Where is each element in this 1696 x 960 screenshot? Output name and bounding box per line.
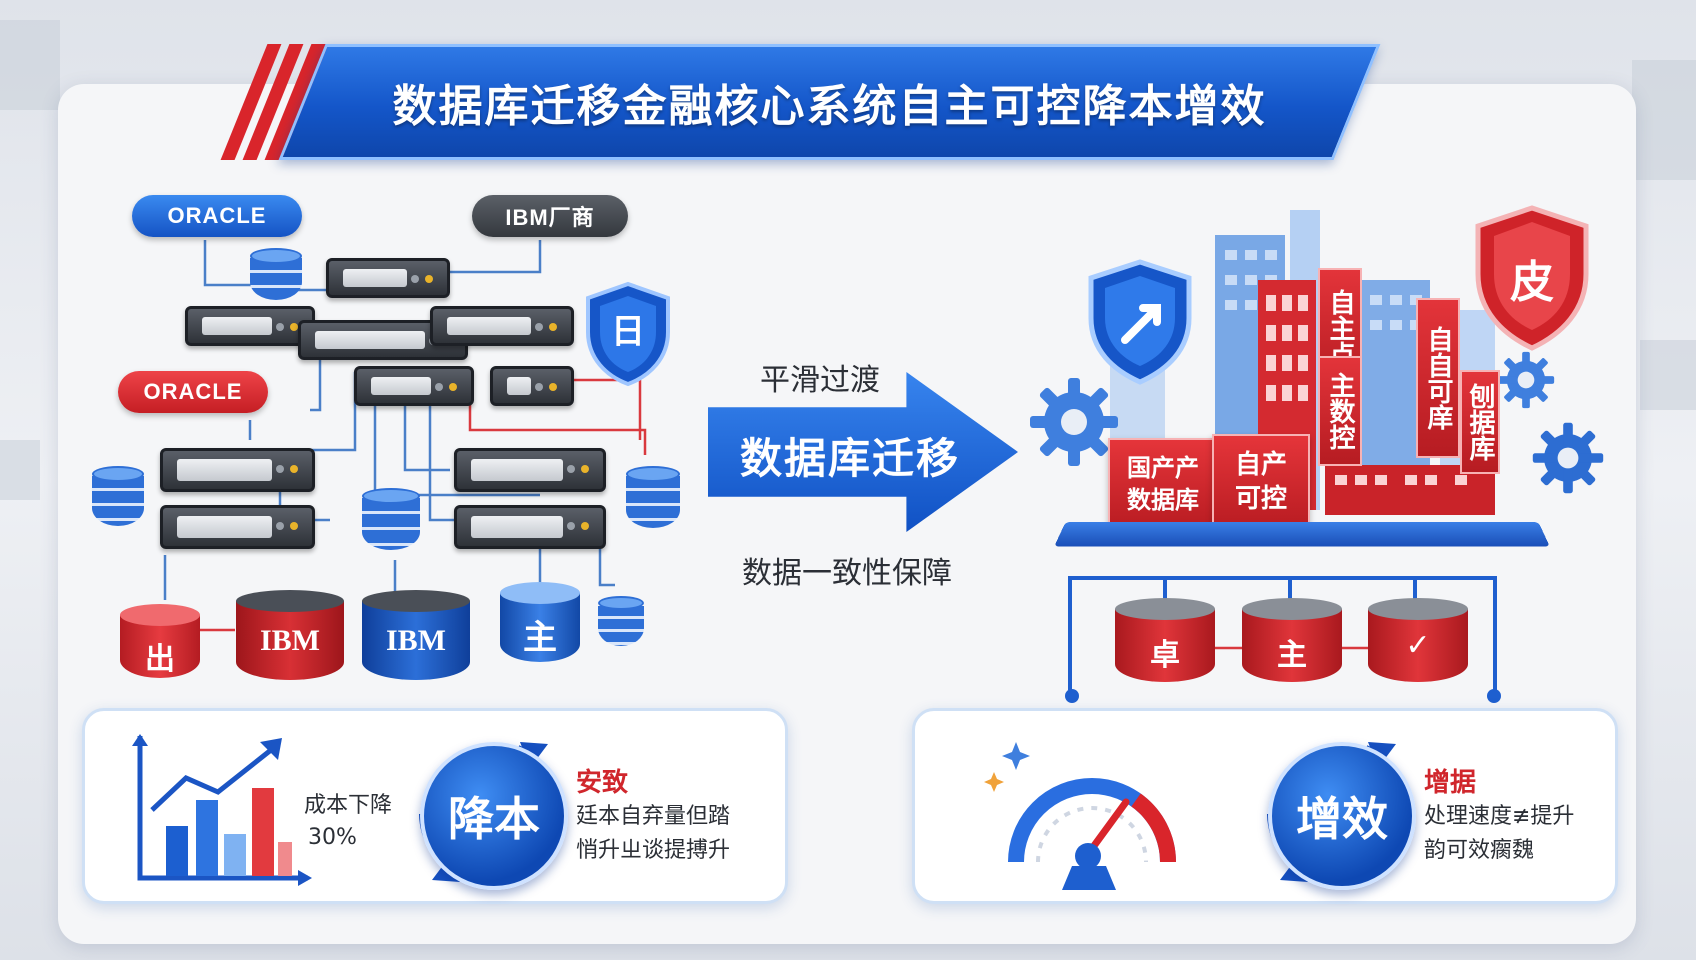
- smooth-transition-label: 平滑过渡: [760, 363, 880, 398]
- database-icon-ibm-red: IBM: [236, 590, 344, 680]
- server-icon: [430, 306, 574, 346]
- cost-drop-value: 30%: [308, 825, 357, 850]
- database-icon-red: 主: [1242, 598, 1342, 682]
- database-icon: [626, 466, 680, 528]
- cost-reduction-desc-1: 廷本自弃量但踏: [576, 804, 731, 829]
- gear-icon: [1532, 422, 1604, 494]
- domestic-db-tag: 国产产 数据库: [1108, 438, 1218, 530]
- page-title: 数据库迁移金融核心系统自主可控降本增效: [392, 81, 1267, 132]
- database-icon-red: ✓: [1368, 598, 1468, 682]
- database-icon: [598, 596, 644, 646]
- database-icon-ibm-blue: IBM: [362, 590, 470, 680]
- server-icon: [354, 366, 474, 406]
- server-icon: [160, 448, 315, 492]
- cost-reduction-badge: 降本: [420, 742, 568, 890]
- server-icon: [185, 306, 315, 346]
- shield-glyph: 日: [611, 312, 645, 352]
- server-icon: [454, 448, 606, 492]
- oracle-logo-top: ORACLE: [132, 195, 302, 237]
- shield-icon: [586, 281, 670, 387]
- gear-icon: [1497, 351, 1555, 409]
- server-icon: [326, 258, 450, 298]
- database-icon-blue: 主: [500, 582, 580, 662]
- shield-icon-red: [1475, 205, 1589, 351]
- database-icon-red: 出: [120, 604, 200, 678]
- cost-reduction-heading: 安致: [576, 768, 629, 798]
- cost-reduction-desc-2: 悄升ㄓ谈提搏升: [576, 838, 731, 863]
- database-icon: [92, 466, 144, 526]
- server-icon: [454, 505, 606, 549]
- title-banner: 数据库迁移金融核心系统自主可控降本增效: [220, 44, 1400, 160]
- self-control-tag: 自产 可控: [1212, 434, 1310, 530]
- domestic-db-tag-label: 国产产 数据库: [1127, 454, 1199, 514]
- server-icon: [490, 366, 574, 406]
- database-icon-red: 卓: [1115, 598, 1215, 682]
- oracle-logo-mid: ORACLE: [118, 371, 268, 413]
- bg-block: [0, 20, 60, 110]
- server-icon: [160, 505, 315, 549]
- efficiency-desc-2: 韵可效瘸魏: [1424, 838, 1535, 863]
- shield-red-glyph: 皮: [1510, 257, 1554, 308]
- efficiency-desc-1: 处理速度≢提升: [1424, 804, 1575, 829]
- migration-arrow-label: 数据库迁移: [739, 434, 960, 483]
- self-control-tag-label: 自产 可控: [1234, 450, 1287, 514]
- vertical-tag-3: 自自可庠: [1416, 298, 1460, 458]
- cost-drop-label: 成本下降: [304, 793, 393, 818]
- vertical-tag-4: 刨据库: [1460, 370, 1500, 474]
- gear-icon: [1030, 378, 1118, 466]
- gauge-icon: [984, 742, 1176, 890]
- bg-block: [1640, 340, 1696, 410]
- platform: [1054, 522, 1550, 547]
- shield-icon: [1088, 259, 1192, 385]
- bg-block: [0, 440, 40, 500]
- database-icon: [250, 248, 302, 300]
- bg-block: [1632, 60, 1696, 180]
- efficiency-badge: 增效: [1268, 742, 1416, 890]
- database-icon: [362, 488, 420, 550]
- bar-chart-icon: [132, 734, 312, 886]
- consistency-label: 数据一致性保障: [742, 556, 952, 591]
- vertical-tag-2: 主数控: [1318, 356, 1362, 466]
- ibm-vendor-label: IBM厂商: [472, 195, 628, 237]
- efficiency-heading: 增据: [1424, 768, 1477, 798]
